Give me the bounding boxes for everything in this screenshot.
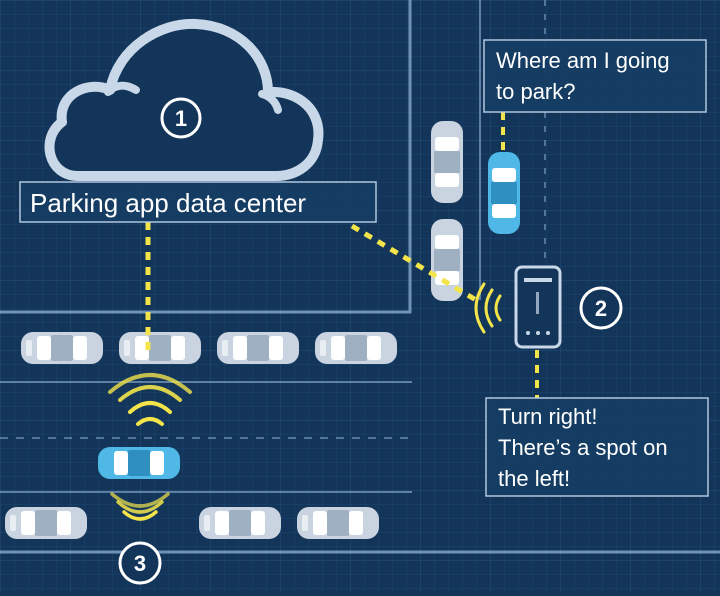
step-2-badge: [579, 286, 623, 330]
car-icon: [119, 332, 201, 364]
block-outline: [0, 0, 412, 314]
road-lines: [0, 0, 720, 554]
driver-car-icon: [488, 152, 520, 234]
app-message-line3: the left!: [498, 466, 570, 491]
driver-question-box: [483, 39, 707, 113]
data-center-label: Parking app data center: [30, 188, 306, 218]
smartphone-icon: [514, 265, 562, 349]
step-3-badge: [118, 541, 162, 585]
car-icon: [199, 507, 281, 539]
car-icon: [217, 332, 299, 364]
car-icon: [315, 332, 397, 364]
wifi-signal-icon: [110, 492, 170, 521]
app-message-line1: Turn right!: [498, 404, 597, 429]
car-icon: [21, 332, 103, 364]
step-2-number: 2: [595, 296, 607, 321]
step-3-number: 3: [134, 551, 146, 576]
data-center-label-box: [19, 181, 377, 223]
wifi-signal-icon: [108, 373, 192, 426]
driver-question-line1: Where am I going: [496, 48, 670, 73]
step-1-badge: [160, 97, 202, 139]
app-message-line2: There’s a spot on: [498, 435, 668, 460]
car-icon: [5, 507, 87, 539]
car-icon: [431, 121, 463, 203]
wifi-signal-icon: [474, 282, 502, 334]
step-1-number: 1: [175, 106, 187, 131]
app-message-box: [485, 397, 709, 497]
driver-question-line2: to park?: [496, 79, 576, 104]
car-icon: [297, 507, 379, 539]
data-links: [145, 112, 539, 398]
link-datacenter-to-phone: [350, 223, 478, 303]
searching-car-icon: [98, 447, 180, 479]
